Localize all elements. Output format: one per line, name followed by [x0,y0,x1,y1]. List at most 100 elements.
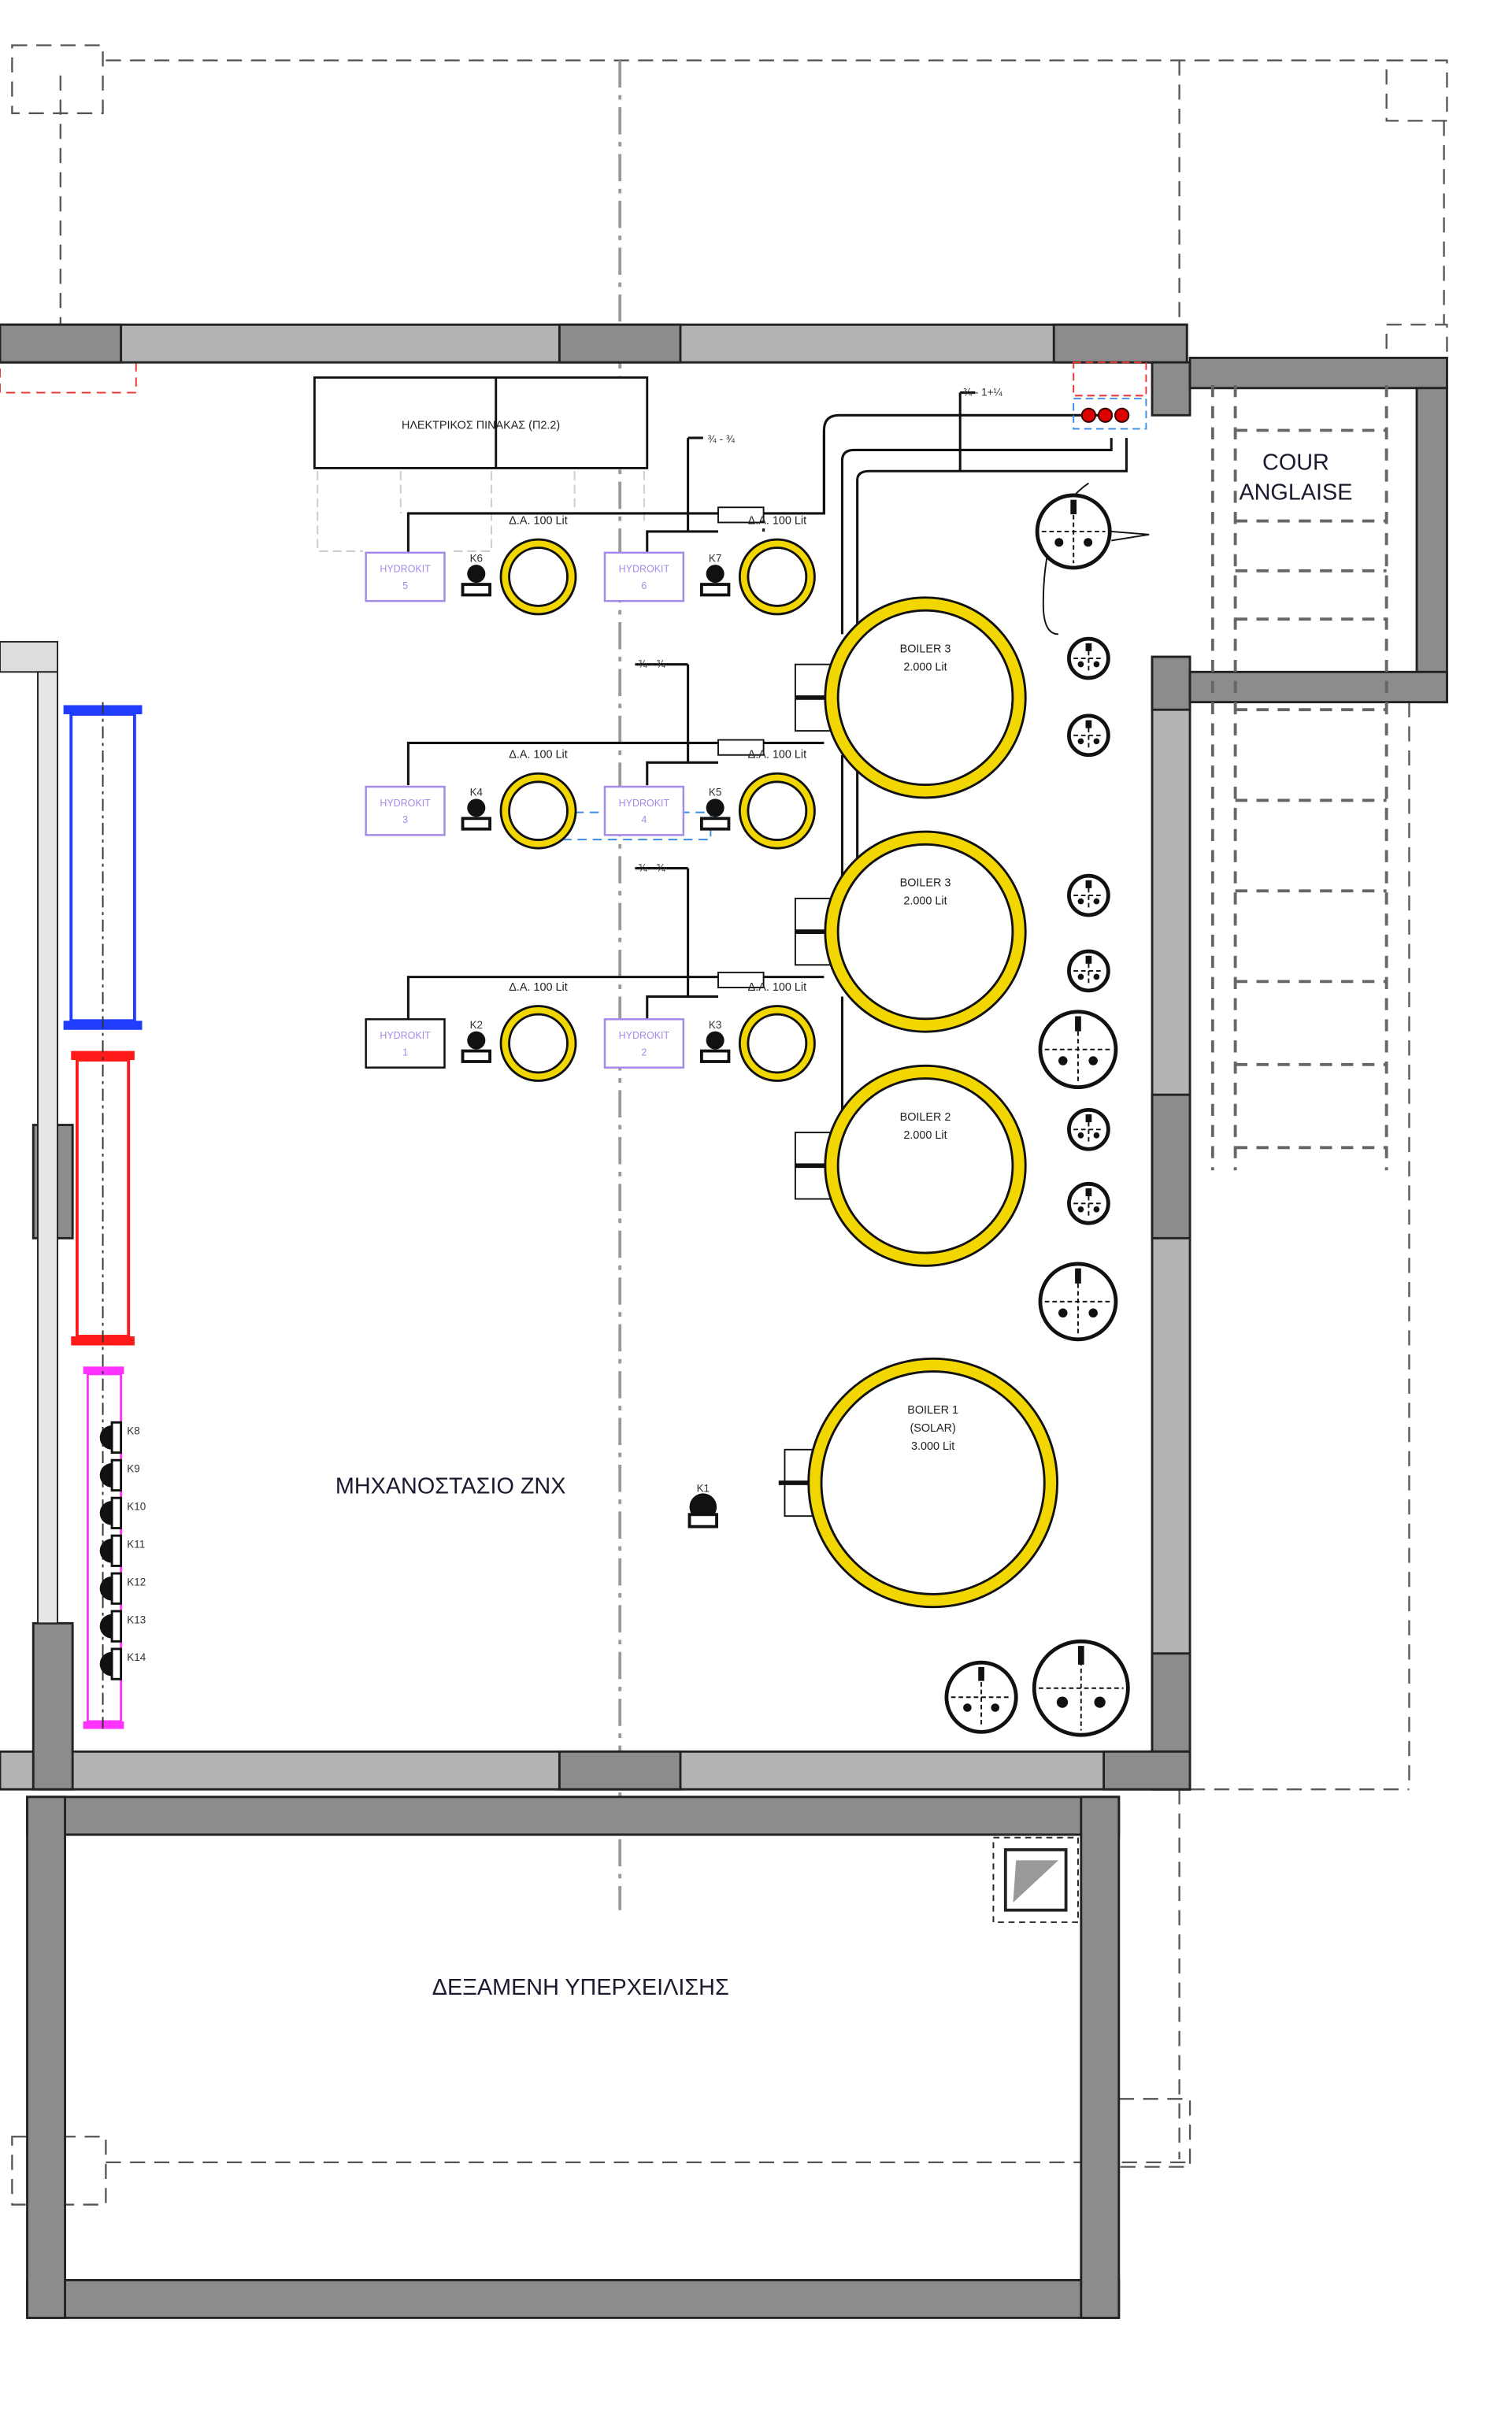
pump-label: K4 [470,787,484,799]
cour-anglaise-label: COUR [1262,450,1329,475]
piping [406,361,1147,1117]
tank-label: Δ.Α. 100 Lit [509,749,567,761]
pump-label: K5 [709,787,721,799]
manifold-pump: K13 [99,1610,146,1643]
pump-label: K14 [127,1651,146,1663]
electrical-panel-label: ΗΛΕΚΤΡΙΚΟΣ ΠΙΝΑΚΑΣ (Π2.2) [402,420,560,432]
valve-icon [1067,636,1110,680]
valve-icon [944,1660,1018,1734]
tank-label: Δ.Α. 100 Lit [509,514,567,527]
pump-label: K10 [127,1501,146,1513]
pipe-size-row3: ¾ - ¾ [638,862,665,873]
hydrokit-unit: HYDROKIT 3 K4 Δ.Α. 100 Lit [365,749,577,850]
valve-icon [1032,1639,1130,1737]
pump-label: K3 [709,1019,721,1031]
hydrokit-box [365,785,446,836]
manifold-pump: K8 [99,1421,140,1454]
main-pump-k1: K1 [687,1482,718,1529]
pump-icon [706,1031,724,1050]
hydrokit-number: 5 [402,580,408,591]
hydrokit-number: 3 [402,814,408,825]
valve-icon [1035,493,1112,570]
pump-label: K8 [127,1425,139,1437]
valve-icon [1067,1181,1110,1225]
hydrokit-unit: HYDROKIT 4 K5 Δ.Α. 100 Lit [603,749,816,850]
pump-label: K1 [697,1482,710,1494]
hydrokit-box [603,551,685,602]
hydrokit-unit: HYDROKIT 5 K6 Δ.Α. 100 Lit [365,514,577,616]
tank-label: Δ.Α. 100 Lit [748,514,806,527]
hydrokit-box [365,551,446,602]
valve-icon [1038,1010,1118,1089]
hydrokit-number: 6 [641,580,647,591]
hydrokit-unit: HYDROKIT 1 K2 Δ.Α. 100 Lit [365,981,577,1082]
valve-icon [1038,1262,1118,1342]
boiler: BOILER 3 2.000 Lit [794,830,1027,1033]
valve-icon [1067,1107,1110,1151]
pump-icon [706,565,724,584]
hydrokit-box [365,1018,446,1069]
pump-icon [99,1500,113,1525]
hydrokit-number: 1 [402,1047,408,1058]
manifold-pump: K11 [99,1534,145,1567]
hydrokit-number: 4 [641,814,647,825]
hydrokit-label: HYDROKIT [380,1030,431,1041]
walls [0,323,1448,2319]
pipe-size-top: ¾ - 1+¼ [963,386,1002,398]
pump-label: K7 [709,552,721,564]
pipe-size-row1: ¾ - ¾ [708,433,736,445]
hydrokit-label: HYDROKIT [619,798,670,809]
pipe-size-row2: ¾ - ¾ [638,658,665,670]
boiler-name: BOILER 3 [900,877,951,890]
pump-label: K12 [127,1576,146,1588]
cour-anglaise-steps [1210,384,1388,1171]
cour-anglaise-label-2: ANGLAISE [1239,480,1352,506]
manifold-pump: K9 [99,1458,140,1492]
pump-icon [467,565,486,584]
pump-icon [706,799,724,817]
boiler-capacity: 3.000 Lit [911,1440,954,1453]
pump-icon [467,799,486,817]
hydrokit-number: 2 [641,1047,647,1058]
pump-icon [99,1576,113,1601]
hydrokit-label: HYDROKIT [380,564,431,575]
pump-icon [99,1538,113,1563]
fittings [944,482,1150,1737]
tank-label: Δ.Α. 100 Lit [509,981,567,994]
boiler-name: BOILER 1 [907,1404,958,1417]
valve-icon [1067,873,1110,917]
boiler-capacity: 2.000 Lit [903,1129,947,1142]
boiler-capacity: 2.000 Lit [903,895,947,908]
valve-icon [1067,713,1110,758]
pump-icon [99,1651,113,1677]
boiler-subtitle: (SOLAR) [910,1422,955,1435]
boiler: BOILER 2 2.000 Lit [794,1064,1027,1267]
boiler-capacity: 2.000 Lit [903,661,947,673]
pump-label: K9 [127,1463,139,1475]
boiler: BOILER 1 (SOLAR) 3.000 Lit [778,1357,1058,1609]
boiler: BOILER 3 2.000 Lit [794,596,1027,799]
machine-room-label: ΜΗΧΑΝΟΣΤΑΣΙΟ ΖΝΧ [335,1473,566,1499]
overflow-tank-label: ΔΕΞΑΜΕΝΗ ΥΠΕΡΧΕΙΛΙΣΗΣ [432,1975,729,2000]
pump-icon [99,1614,113,1639]
pump-label: K11 [127,1538,145,1550]
pump-icon [467,1031,486,1050]
boiler-name: BOILER 2 [900,1111,951,1124]
manifold-pump: K10 [99,1496,146,1529]
tank-label: Δ.Α. 100 Lit [748,749,806,761]
hydrokit-label: HYDROKIT [619,1030,670,1041]
manifolds [63,702,143,1729]
hydrokit-box [603,1018,685,1069]
manifold-pump: K12 [99,1572,146,1605]
hydrokit-box [603,785,685,836]
pump-label: K6 [470,552,483,564]
hydrokit-label: HYDROKIT [380,798,431,809]
boiler-name: BOILER 3 [900,643,951,655]
pump-label: K2 [470,1019,483,1031]
